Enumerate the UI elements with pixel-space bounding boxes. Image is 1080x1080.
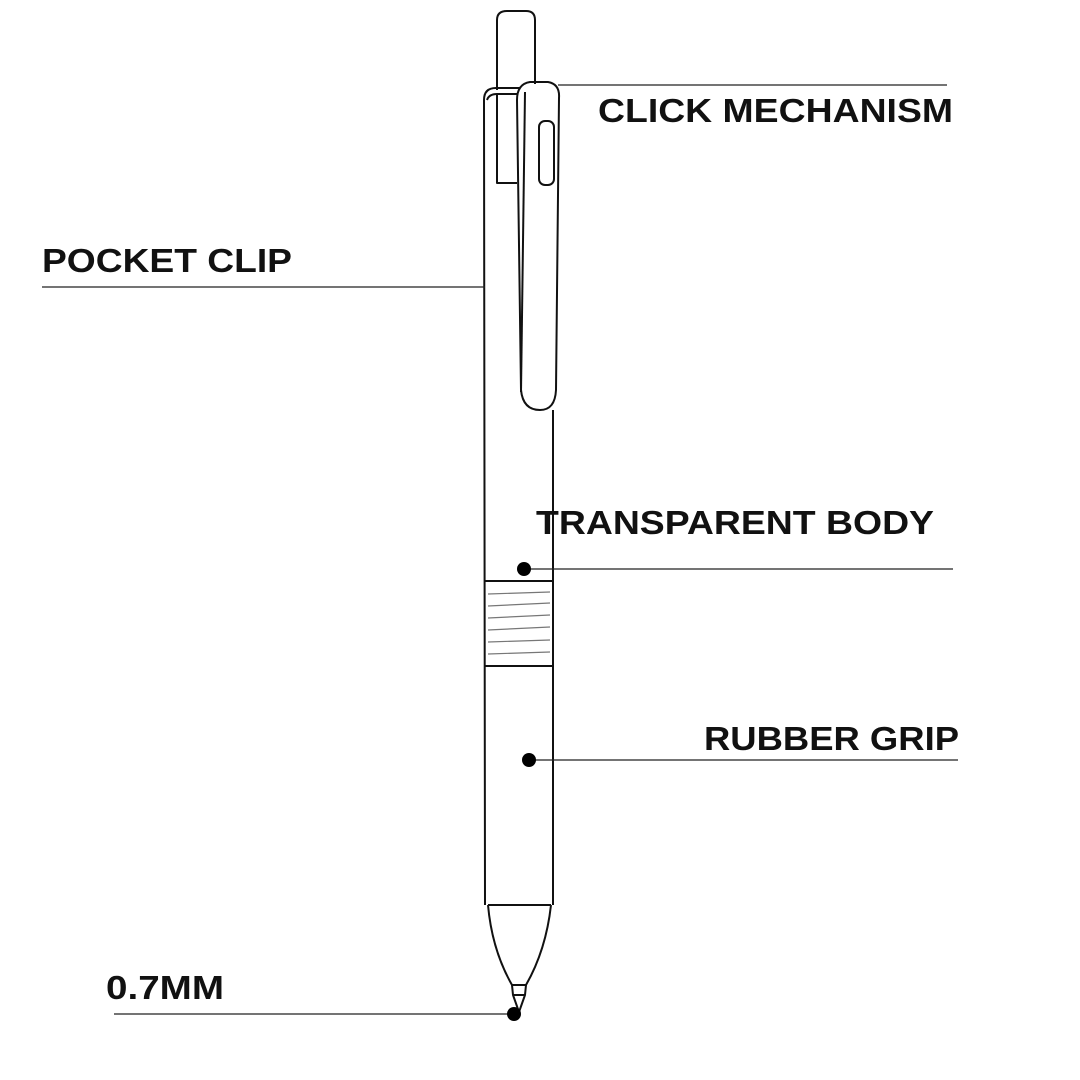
rubber-grip-label: RUBBER GRIP: [704, 720, 959, 757]
clip-window: [538, 120, 555, 186]
body-rim: [486, 93, 518, 101]
grip-ridges: [487, 591, 551, 655]
transparent-body-dot: [517, 562, 531, 576]
pen-body: [483, 87, 520, 906]
rubber-grip-dot: [522, 753, 536, 767]
click-button: [496, 10, 536, 90]
pen-cone: [487, 904, 552, 986]
tip-size-label: 0.7MM: [106, 969, 224, 1006]
click-mechanism-label: CLICK MECHANISM: [598, 92, 953, 129]
transparent-body-label: TRANSPARENT BODY: [536, 504, 934, 541]
pocket-clip: [516, 81, 561, 411]
pocket-clip-label: POCKET CLIP: [42, 242, 292, 279]
inner-mechanism: [496, 94, 517, 184]
tip-size-dot: [507, 1007, 521, 1021]
clip-inner-edge: [520, 91, 526, 393]
